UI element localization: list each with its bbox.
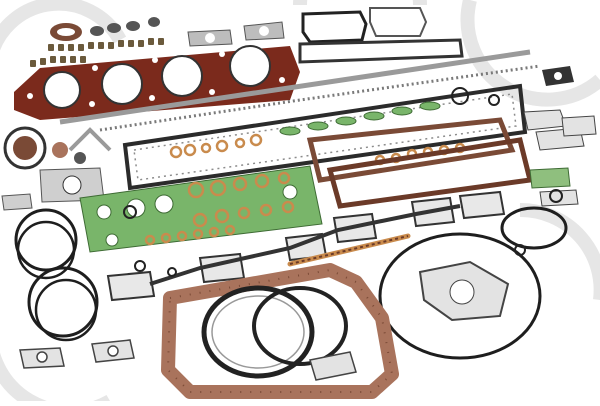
small-oval-seal (50, 23, 82, 41)
rocker-cover-gasket-brown (306, 117, 534, 209)
copper-washers (144, 133, 466, 246)
large-o-rings-left (14, 208, 99, 342)
green-small-gaskets (279, 101, 441, 136)
oil-pan-gasket-upper (122, 83, 528, 191)
long-strip-gaskets (59, 49, 541, 152)
bottom-left-gaskets (19, 339, 357, 381)
round-cover-gaskets (201, 285, 348, 379)
dipstick-rod (287, 233, 411, 267)
water-pump-gasket (418, 260, 510, 322)
small-black-rings (123, 87, 563, 277)
small-washers-top (90, 17, 160, 36)
manifold-plate-gaskets (187, 21, 285, 47)
left-round-gaskets (1, 126, 105, 211)
cylinder-head-gasket (14, 45, 300, 120)
oil-pan-cork-gasket (161, 263, 399, 399)
valve-cover-gaskets (298, 7, 464, 64)
large-o-ring-right (378, 206, 568, 360)
valve-stem-seals (30, 38, 164, 67)
